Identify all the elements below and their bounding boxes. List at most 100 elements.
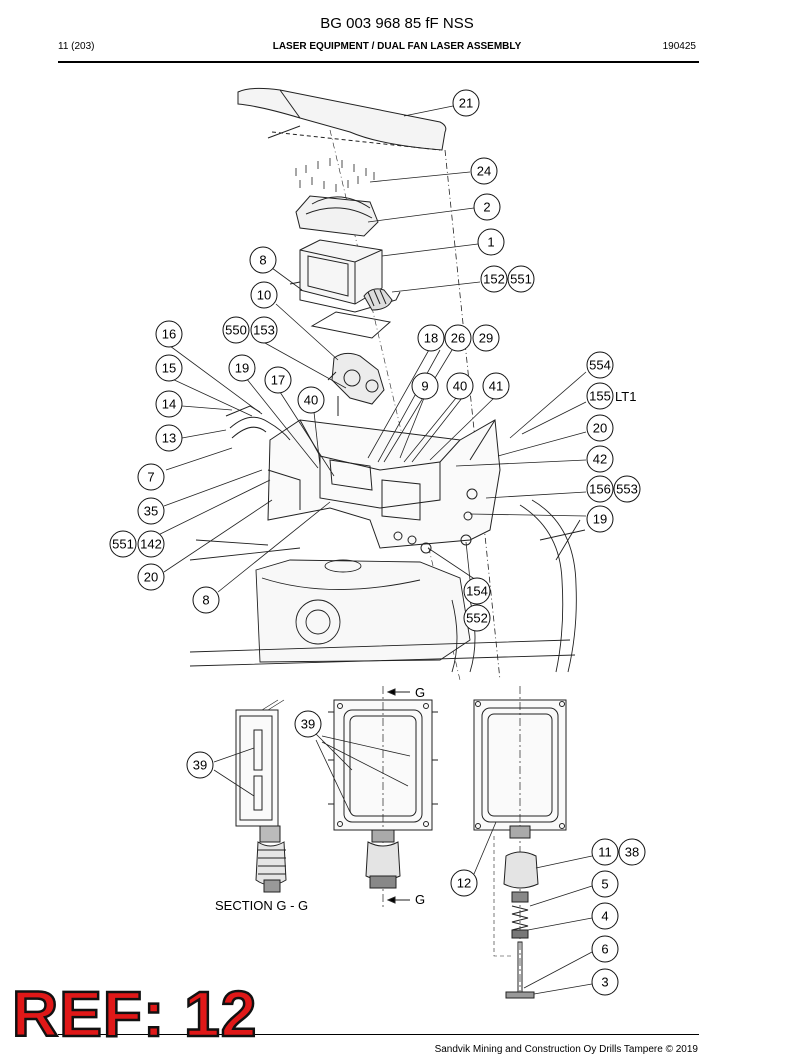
document-title: BG 003 968 85 fF NSS xyxy=(320,15,474,32)
callout-40: 40 xyxy=(446,372,474,400)
date-code: 190425 xyxy=(662,41,696,52)
callout-number: 156 xyxy=(589,482,611,497)
boom-structure xyxy=(189,499,586,673)
callout-3: 3 xyxy=(591,968,619,996)
callout-number: 42 xyxy=(593,452,607,467)
callout-circle xyxy=(463,577,491,605)
callout-circle xyxy=(297,386,325,414)
callout-number: 1 xyxy=(487,235,494,250)
callout-152: 152 xyxy=(480,265,508,293)
callout-20: 20 xyxy=(137,563,165,591)
callout-14: 14 xyxy=(155,390,183,418)
leader-lines xyxy=(147,105,593,995)
callout-19: 19 xyxy=(228,354,256,382)
callout-number: 24 xyxy=(477,164,491,179)
callout-5: 5 xyxy=(591,870,619,898)
callout-1: 1 xyxy=(477,228,505,256)
callout-21: 21 xyxy=(452,89,480,117)
callout-41: 41 xyxy=(482,372,510,400)
callout-circle xyxy=(250,281,278,309)
callout-number: 19 xyxy=(593,512,607,527)
callout-circle xyxy=(264,366,292,394)
callout-7: 7 xyxy=(137,463,165,491)
callout-circle xyxy=(618,838,646,866)
callout-42: 42 xyxy=(586,445,614,473)
callout-circle xyxy=(137,530,165,558)
exploded-view-right xyxy=(473,686,567,1000)
callout-35: 35 xyxy=(137,497,165,525)
callout-circle xyxy=(192,586,220,614)
callout-553: 553 xyxy=(613,475,641,503)
callout-number: 8 xyxy=(202,593,209,608)
callout-number: 20 xyxy=(593,421,607,436)
callout-circle xyxy=(294,710,322,738)
mounting-frame xyxy=(225,405,501,554)
callout-circle xyxy=(228,354,256,382)
callout-circle xyxy=(417,324,445,352)
callout-circle xyxy=(470,157,498,185)
callout-circle xyxy=(446,372,474,400)
callout-142: 142 xyxy=(137,530,165,558)
ref-badge: REF: 12 xyxy=(11,978,258,1050)
callout-number: 19 xyxy=(235,361,249,376)
callout-number: 39 xyxy=(301,717,315,732)
callout-number: 12 xyxy=(457,876,471,891)
callout-circle xyxy=(482,372,510,400)
callout-number: 40 xyxy=(453,379,467,394)
callout-number: 551 xyxy=(510,272,532,287)
gasket xyxy=(310,311,392,339)
callout-circle xyxy=(591,968,619,996)
callout-circle xyxy=(250,316,278,344)
callout-13: 13 xyxy=(155,424,183,452)
callout-24: 24 xyxy=(470,157,498,185)
callout-circle xyxy=(411,372,439,400)
callout-circle xyxy=(472,324,500,352)
callout-40: 40 xyxy=(297,386,325,414)
callout-number: 9 xyxy=(421,379,428,394)
callout-15: 15 xyxy=(155,354,183,382)
callout-number: 4 xyxy=(601,909,608,924)
callout-circle xyxy=(473,193,501,221)
front-view xyxy=(328,686,438,910)
footer-rule xyxy=(58,1034,699,1035)
callout-29: 29 xyxy=(472,324,500,352)
callout-circle xyxy=(186,751,214,779)
callout-number: 155 xyxy=(589,389,611,404)
callout-circle xyxy=(480,265,508,293)
callout-9: 9 xyxy=(411,372,439,400)
callout-circle xyxy=(452,89,480,117)
callout-551: 551 xyxy=(507,265,535,293)
callout-11: 11 xyxy=(591,838,619,866)
callout-number: 17 xyxy=(271,373,285,388)
callout-551: 551 xyxy=(109,530,137,558)
callout-19: 19 xyxy=(586,505,614,533)
callout-circle xyxy=(507,265,535,293)
callout-number: 3 xyxy=(601,975,608,990)
callout-circle xyxy=(591,935,619,963)
callout-number: 10 xyxy=(257,288,271,303)
callout-number: 15 xyxy=(162,361,176,376)
callout-17: 17 xyxy=(264,366,292,394)
laser-mechanism xyxy=(327,352,385,416)
footer-copyright: Sandvik Mining and Construction Oy Drill… xyxy=(434,1044,698,1055)
callout-153: 153 xyxy=(250,316,278,344)
callout-number: 553 xyxy=(616,482,638,497)
callout-39: 39 xyxy=(294,710,322,738)
housing-box xyxy=(289,239,401,313)
callout-number: 154 xyxy=(466,584,488,599)
callout-6: 6 xyxy=(591,935,619,963)
callout-number: 11 xyxy=(598,845,612,860)
callout-38: 38 xyxy=(618,838,646,866)
callout-number: 35 xyxy=(144,504,158,519)
callout-number: 13 xyxy=(162,431,176,446)
callout-number: 29 xyxy=(479,331,493,346)
cover-part xyxy=(237,87,447,151)
callout-4: 4 xyxy=(591,902,619,930)
callout-26: 26 xyxy=(444,324,472,352)
callout-circle xyxy=(586,382,614,410)
seal-plate xyxy=(295,195,379,237)
callout-number: 8 xyxy=(259,253,266,268)
callout-550: 550 xyxy=(222,316,250,344)
